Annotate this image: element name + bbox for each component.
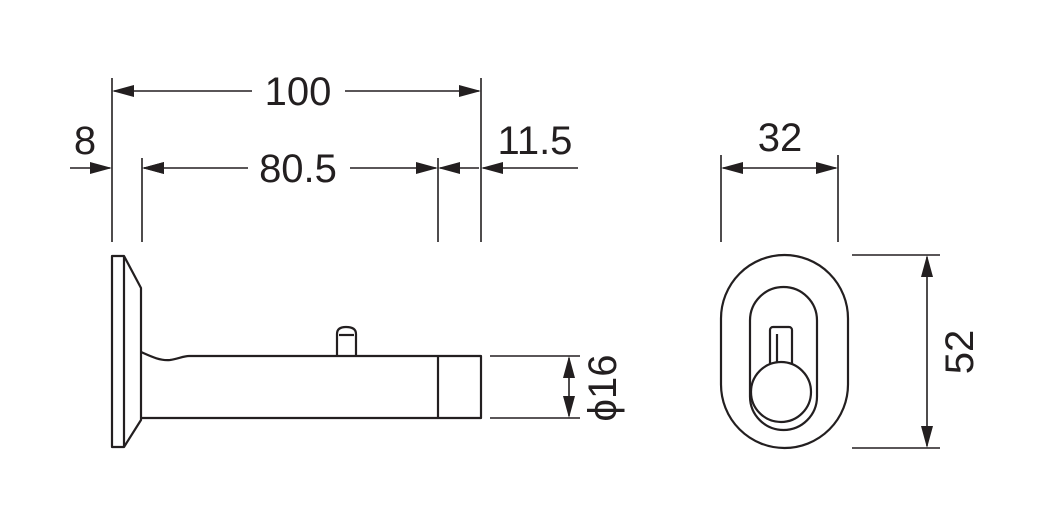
dimension-label-dia-16: ϕ16 (581, 355, 625, 422)
dimension-80-5: 80.5 (142, 147, 438, 191)
dimension-label-11-5: 11.5 (498, 119, 573, 163)
dimension-dia-16: ϕ16 (563, 355, 625, 422)
locking-pin (335, 325, 358, 356)
side-view: 100 8 80.5 11.5 (70, 70, 625, 449)
dimension-11-5: 11.5 (438, 119, 578, 174)
dimension-52: 52 (921, 255, 982, 448)
dimension-8: 8 (70, 119, 164, 174)
rod-end-circle (749, 360, 813, 424)
dimension-label-52: 52 (938, 330, 982, 375)
dimension-label-32: 32 (758, 116, 803, 160)
dimension-100: 100 (112, 70, 481, 114)
flange-plate (110, 254, 143, 449)
dimension-label-80-5: 80.5 (259, 147, 337, 191)
mounting-slot (748, 285, 819, 432)
dimension-32: 32 (721, 116, 838, 174)
dimension-label-8: 8 (74, 119, 96, 163)
dimension-label-100: 100 (265, 70, 332, 114)
rod-body (140, 350, 483, 420)
front-view: 32 52 (719, 116, 982, 450)
base-plate-outline (719, 253, 850, 450)
